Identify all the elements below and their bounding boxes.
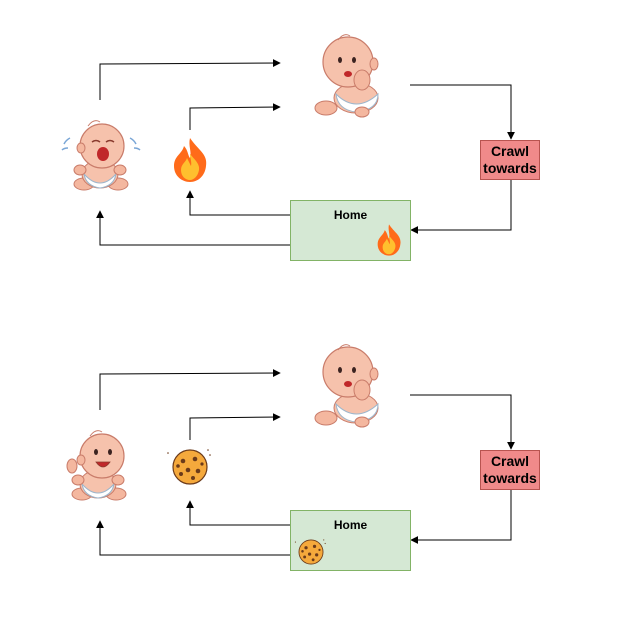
crying-baby-icon xyxy=(62,121,140,190)
home-box-1: Home xyxy=(290,200,411,261)
edge-thinking-to-action xyxy=(410,84,515,140)
edge-home-to-cookie xyxy=(186,500,290,526)
cookie-icon xyxy=(166,448,212,485)
edge-fire-to-thinking xyxy=(189,103,281,130)
happy-baby-icon xyxy=(67,431,126,500)
edge-home-to-baby xyxy=(96,520,290,556)
crawl-towards-action-2: Crawl towards xyxy=(480,450,540,490)
fire-icon xyxy=(377,224,401,256)
home-box-2: Home xyxy=(290,510,411,571)
thinking-baby-icon xyxy=(314,344,379,428)
home-label: Home xyxy=(333,518,368,532)
edge-action-to-home xyxy=(410,490,512,544)
action-label: Crawl towards xyxy=(483,453,537,486)
cookie-icon xyxy=(294,538,327,565)
thinking-baby-icon xyxy=(314,34,379,118)
edge-baby-to-thinking xyxy=(99,369,281,410)
crawl-towards-action-1: Crawl towards xyxy=(480,140,540,180)
edge-home-to-baby xyxy=(96,210,290,246)
edge-home-to-fire xyxy=(186,190,290,216)
scenario-1 xyxy=(62,34,515,246)
edge-baby-to-thinking xyxy=(99,59,281,100)
edge-cookie-to-thinking xyxy=(189,413,281,440)
action-label: Crawl towards xyxy=(483,143,537,176)
fire-icon xyxy=(174,138,207,182)
edge-thinking-to-action xyxy=(410,394,515,450)
home-label: Home xyxy=(333,208,368,222)
edge-action-to-home xyxy=(410,180,512,234)
scenario-2 xyxy=(67,344,515,556)
